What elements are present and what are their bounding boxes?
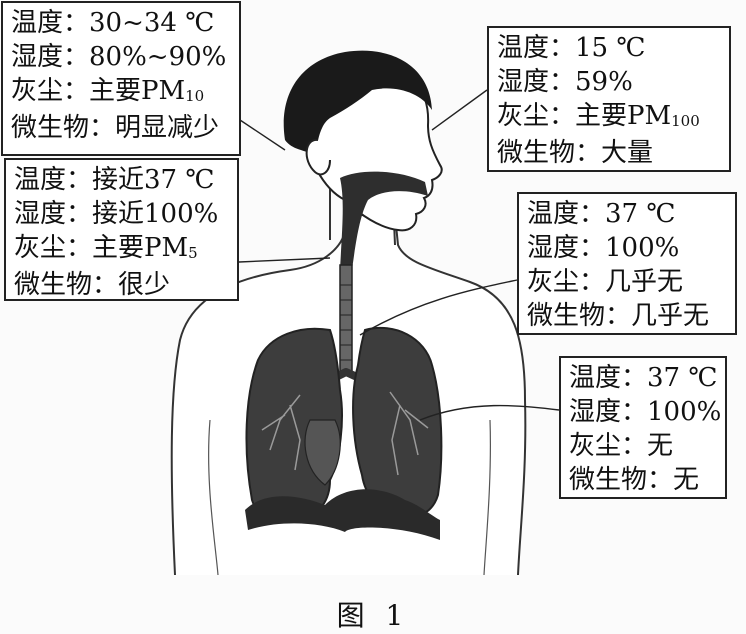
callout-trachea: 温度：37 ℃ 湿度：100% 灰尘：几乎无 微生物：几乎无 (517, 192, 737, 335)
nasal-temperature: 温度：30~34 ℃ (11, 6, 231, 40)
figure-caption: 图 1 (0, 594, 746, 634)
callout-nasal-cavity: 温度：30~34 ℃ 湿度：80%~90% 灰尘：主要PM10 微生物：明显减少 (1, 1, 241, 156)
trachea (340, 265, 352, 375)
outside-humidity: 湿度：59% (497, 65, 721, 99)
throat-dust: 灰尘：主要PM5 (14, 231, 229, 268)
throat-dust-text: 灰尘：主要PM (14, 233, 188, 263)
alveoli-temperature: 温度：37 ℃ (569, 361, 717, 395)
outside-dust-sub: 100 (671, 112, 700, 130)
throat-microbes: 微生物：很少 (14, 268, 229, 302)
trachea-microbes: 微生物：几乎无 (527, 299, 727, 333)
outside-microbes: 微生物：大量 (497, 136, 721, 170)
callout-outside-air: 温度：15 ℃ 湿度：59% 灰尘：主要PM100 微生物：大量 (487, 26, 731, 172)
throat-temperature: 温度：接近37 ℃ (14, 163, 229, 197)
alveoli-microbes: 微生物：无 (569, 463, 717, 497)
trachea-temperature: 温度：37 ℃ (527, 197, 727, 231)
right-lung (353, 328, 441, 517)
callout-alveoli: 温度：37 ℃ 湿度：100% 灰尘：无 微生物：无 (559, 356, 727, 499)
nasal-humidity: 湿度：80%~90% (11, 40, 231, 74)
trachea-dust: 灰尘：几乎无 (527, 265, 727, 299)
alveoli-humidity: 湿度：100% (569, 395, 717, 429)
throat-humidity: 湿度：接近100% (14, 197, 229, 231)
callout-throat: 温度：接近37 ℃ 湿度：接近100% 灰尘：主要PM5 微生物：很少 (4, 158, 239, 301)
outside-dust-text: 灰尘：主要PM (497, 101, 671, 131)
outside-dust: 灰尘：主要PM100 (497, 99, 721, 136)
nasal-dust-text: 灰尘：主要PM (11, 76, 185, 106)
outside-temperature: 温度：15 ℃ (497, 31, 721, 65)
nasal-microbes: 微生物：明显减少 (11, 111, 231, 145)
nasal-dust: 灰尘：主要PM10 (11, 74, 231, 111)
alveoli-dust: 灰尘：无 (569, 429, 717, 463)
trachea-humidity: 湿度：100% (527, 231, 727, 265)
throat-dust-sub: 5 (188, 244, 198, 262)
nasal-dust-sub: 10 (185, 87, 204, 105)
